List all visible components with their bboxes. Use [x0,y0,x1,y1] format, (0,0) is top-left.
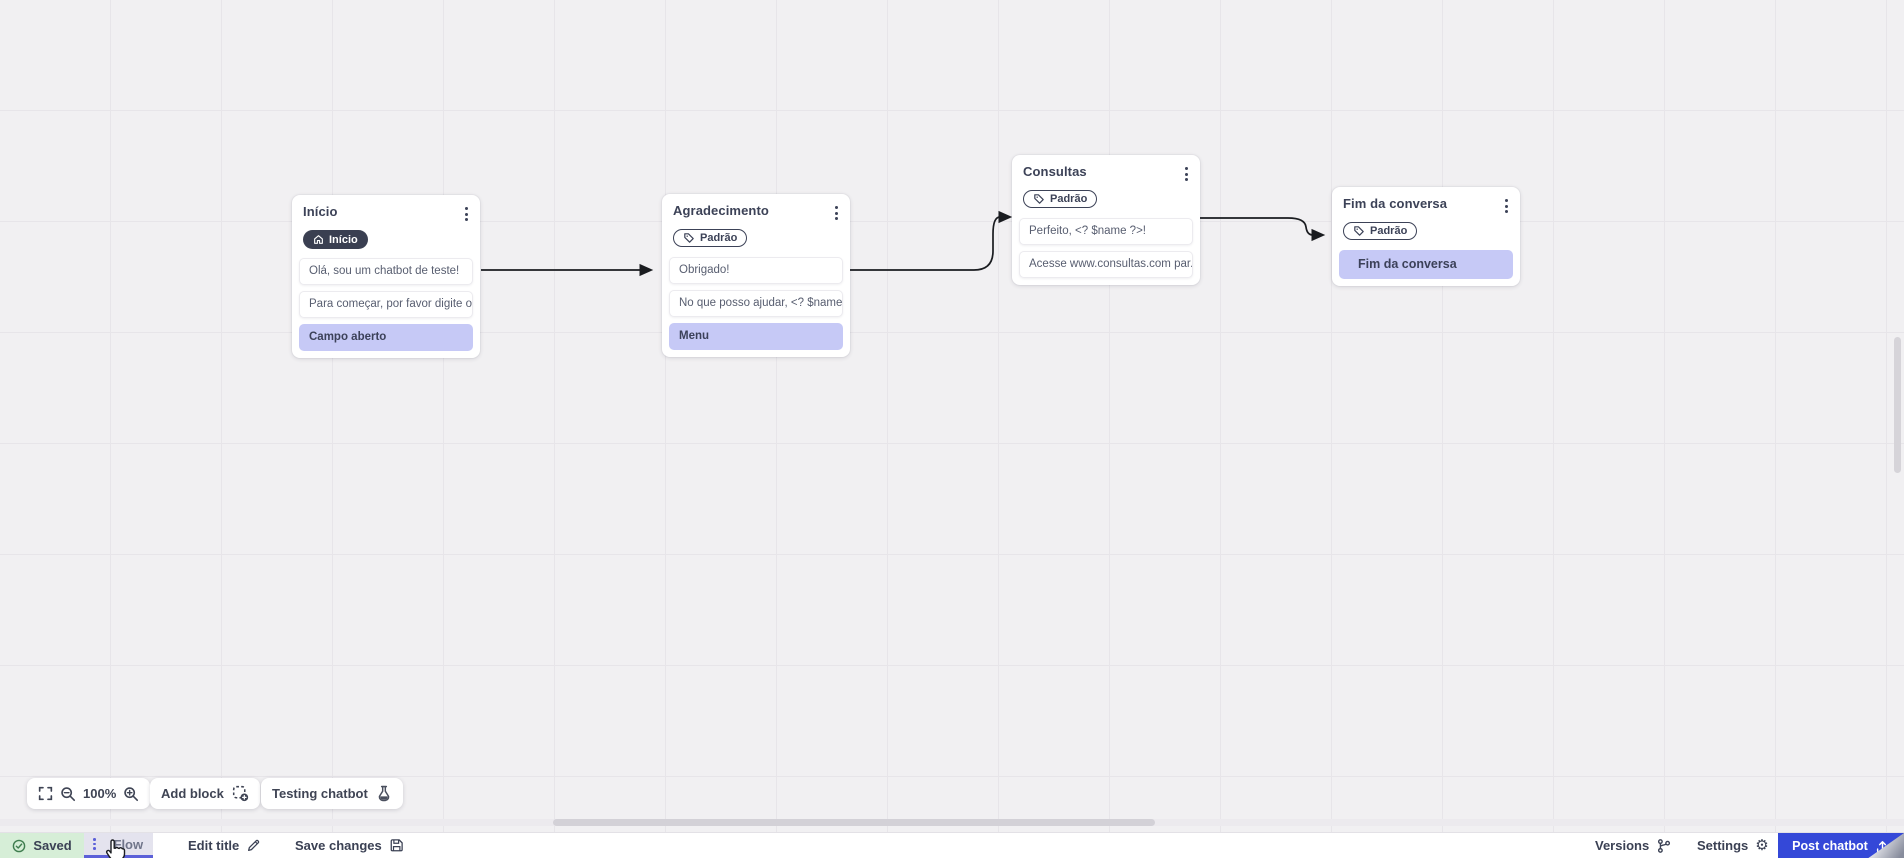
node-menu-icon[interactable] [463,204,470,224]
branch-icon [1658,838,1671,853]
add-block-icon [232,785,248,802]
edit-title-button[interactable]: Edit title [188,833,261,858]
node-title: Consultas [1023,164,1087,179]
versions-button[interactable]: Versions [1595,833,1672,858]
pencil-icon [248,839,260,852]
home-icon [314,235,323,244]
tab-flow[interactable]: Flow [84,833,153,858]
start-badge: Início [303,230,368,249]
post-chatbot-button[interactable]: Post chatbot [1778,833,1904,858]
saved-status-badge: Saved [0,833,84,858]
type-badge: Padrão [1023,190,1098,208]
node-menu-icon[interactable] [833,203,840,223]
type-badge: Padrão [673,229,748,247]
action-block-open-field[interactable]: Campo aberto [299,324,473,351]
save-icon [390,839,403,852]
tag-icon [684,233,694,243]
tag-icon [1354,226,1364,236]
save-changes-button[interactable]: Save changes [295,833,404,858]
gear-icon: ⚙ [1755,836,1769,854]
message-bubble[interactable]: Olá, sou um chatbot de teste! [299,258,473,285]
zoom-toolbar: 100% [27,778,151,809]
check-circle-icon [13,839,26,852]
fullscreen-icon[interactable] [38,786,53,801]
settings-button[interactable]: Settings ⚙ [1697,836,1769,854]
wire-agradecimento-consultas [849,210,1013,271]
flow-canvas[interactable]: Início Início Olá, sou um chatbot de tes… [0,0,1904,833]
node-title: Fim da conversa [1343,196,1448,211]
action-block-menu[interactable]: Menu [669,323,843,350]
add-block-button[interactable]: Add block [150,778,260,809]
node-fim-da-conversa[interactable]: Fim da conversa Padrão Fim da conversa [1332,187,1520,286]
node-consultas[interactable]: Consultas Padrão Perfeito, <? $name ?>! … [1012,155,1200,285]
message-bubble[interactable]: Obrigado! [669,257,843,284]
message-bubble[interactable]: Acesse www.consultas.com par... [1019,251,1193,278]
node-menu-icon[interactable] [1503,196,1510,216]
node-agradecimento[interactable]: Agradecimento Padrão Obrigado! No que po… [662,194,850,357]
message-bubble[interactable]: Perfeito, <? $name ?>! [1019,218,1193,245]
node-title: Início [303,204,338,219]
node-menu-icon[interactable] [1183,164,1190,184]
node-title: Agradecimento [673,203,769,218]
zoom-level: 100% [83,786,117,801]
connector-wires [481,210,1326,277]
node-inicio[interactable]: Início Início Olá, sou um chatbot de tes… [292,195,480,358]
tag-icon [1034,194,1044,204]
message-bubble[interactable]: No que posso ajudar, <? $name ... [669,290,843,317]
action-block-end[interactable]: Fim da conversa [1339,250,1513,279]
type-badge: Padrão [1343,222,1418,240]
message-bubble[interactable]: Para começar, por favor digite o ... [299,291,473,318]
drag-handle-icon[interactable] [93,838,96,850]
status-bar: Saved Flow Edit title Save changes Versi… [0,832,1904,858]
zoom-out-icon[interactable] [60,786,76,802]
wire-consultas-fim [1199,217,1326,242]
testing-chatbot-button[interactable]: Testing chatbot [261,778,403,809]
flask-icon [378,785,390,802]
zoom-in-icon[interactable] [123,786,139,802]
vertical-scrollbar-thumb[interactable] [1894,337,1901,473]
horizontal-scrollbar-thumb[interactable] [553,819,1155,826]
